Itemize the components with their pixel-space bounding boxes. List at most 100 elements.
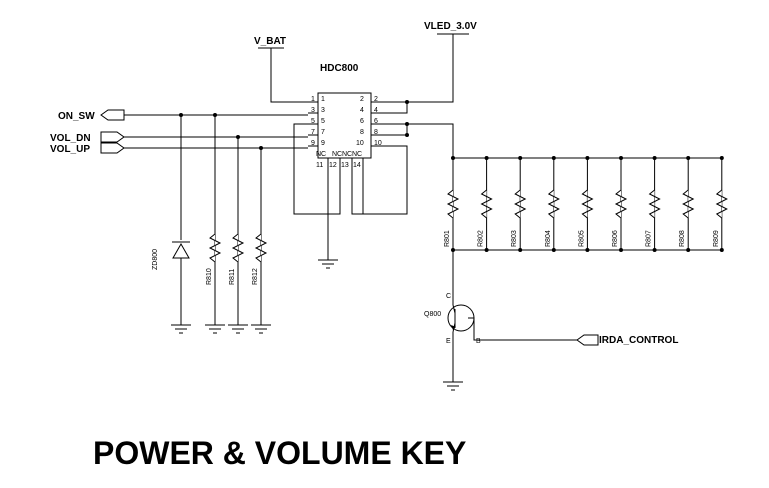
led-resistor-array: R801 R802 R803 R804 R805 R806 R807 R808 R809: [444, 156, 728, 252]
v-bat-wire: [270, 48, 308, 103]
led-resistor-ref: R809: [713, 230, 720, 247]
ground-symbol-zener: [171, 324, 191, 334]
junction-led-resistor: [585, 156, 590, 160]
junction-led-resistor: [619, 248, 623, 252]
led-resistor-body: [648, 189, 661, 219]
net-label-v-bat: V_BAT: [254, 36, 286, 47]
junction-led-resistor: [686, 248, 691, 252]
led-resistor-body: [480, 189, 493, 219]
page-title: POWER & VOLUME KEY: [93, 435, 466, 471]
ic-pin-11: 11: [316, 162, 323, 169]
ic-pin-5: 5: [311, 118, 315, 125]
ic-pin-13: 13: [341, 162, 349, 169]
ic-pin-14: 14: [353, 162, 361, 169]
zener-ref: ZD800: [152, 249, 159, 270]
ic-pin-3-in: 3: [321, 107, 325, 114]
ic-pin-7: 7: [311, 129, 315, 136]
net-label-vol-up: VOL_UP: [50, 144, 90, 155]
ic-pin-3: 3: [311, 107, 315, 114]
ic-pin-6-in: 6: [360, 118, 364, 125]
ic-pin-5-in: 5: [321, 118, 325, 125]
junction-led-resistor: [585, 248, 590, 252]
r812-body: [254, 233, 268, 263]
junction-led-resistor: [518, 156, 523, 160]
ic-right-pin-stubs: [371, 101, 381, 147]
led-resistor-ref: R806: [612, 230, 619, 247]
connector-irda-control: [576, 334, 599, 346]
ic-pin-7-in: 7: [321, 129, 325, 136]
q800-ref: Q800: [424, 311, 441, 318]
led-resistor-ref: R801: [444, 230, 451, 247]
led-resistor-ref: R808: [679, 230, 686, 247]
led-resistor-body: [614, 189, 628, 219]
junction-vled: [405, 100, 409, 104]
ic-pin-8: 8: [374, 129, 378, 136]
junction-led-resistor: [719, 156, 724, 160]
led-resistor-body: [581, 189, 594, 219]
led-resistor-body: [514, 189, 527, 219]
ground-symbol-r811: [228, 324, 248, 334]
ic-pin-2-in: 2: [360, 96, 364, 103]
led-resistor-ref: R804: [545, 230, 552, 247]
junction-led-resistor: [619, 156, 623, 160]
junction-led-resistor: [551, 248, 556, 252]
junction-ic-8: [405, 133, 409, 137]
ic-2-4-tie: [381, 102, 408, 114]
ic-pin-1-in: 1: [321, 96, 325, 103]
ic-pin-2: 2: [374, 96, 378, 103]
led-resistor-ref: R805: [578, 230, 585, 247]
ic-pin-10: 10: [374, 140, 382, 147]
junction-led-resistor: [484, 156, 489, 160]
ground-symbol-r810: [205, 324, 225, 334]
q800-emitter-arrow: [451, 325, 456, 330]
vled-wire: [381, 34, 454, 103]
ic-pin-12: 12: [329, 162, 337, 169]
led-resistor-ref: R807: [646, 230, 653, 247]
q800-collector-leg: [452, 304, 456, 314]
junction-led-resistor: [551, 156, 556, 160]
ic-nc-3: NC: [342, 151, 352, 158]
ic-pin-8-in: 8: [360, 129, 364, 136]
nc-right-loop: [351, 145, 408, 215]
led-resistor-ref: R802: [478, 230, 485, 247]
ic-pin-1: 1: [311, 96, 315, 103]
junction-led-resistor: [652, 248, 657, 252]
led-resistor-body: [547, 189, 560, 219]
net-label-on-sw: ON_SW: [58, 111, 95, 122]
ic-pin-9: 9: [311, 140, 315, 147]
ic-8-wire: [381, 124, 408, 136]
zener-diode-symbol: [172, 242, 190, 259]
junction-led-resistor: [686, 156, 691, 160]
q800-pin-e: E: [446, 338, 451, 345]
ic-nc-2: NC: [332, 151, 342, 158]
led-resistor-body: [682, 189, 695, 219]
led-resistor-body: [446, 189, 460, 219]
q800-pin-b: B: [476, 338, 481, 345]
ground-symbol-r812: [251, 324, 271, 334]
connector-vol-dn: [100, 131, 125, 143]
r812-ref: R812: [252, 268, 259, 285]
net-label-irda: IRDA_CONTROL: [599, 335, 678, 346]
ic-body: [317, 92, 372, 159]
q800-pin-c: C: [446, 293, 451, 300]
r810-body: [208, 233, 222, 263]
led-resistor-body: [715, 189, 728, 219]
ground-symbol-q800: [443, 381, 463, 391]
connector-vol-up: [100, 142, 125, 154]
ic-left-pin-stubs: [308, 101, 318, 147]
led-resistor-ref: R803: [511, 230, 518, 247]
nc-left-loop: [293, 123, 341, 215]
ic-bottom-pin-stubs: [327, 158, 364, 168]
junction-led-resistor: [719, 248, 724, 252]
junction-ic-6: [405, 122, 409, 126]
ic-nc-1: NC: [316, 151, 326, 158]
r810-ref: R810: [206, 268, 213, 285]
ic-nc-4: NC: [352, 151, 362, 158]
r811-body: [231, 233, 245, 263]
net-label-vled: VLED_3.0V: [424, 21, 477, 32]
ic-pin-6: 6: [374, 118, 378, 125]
junction-led-resistor: [518, 248, 523, 252]
junction-led-resistor: [652, 156, 657, 160]
ic-pin-4-in: 4: [360, 107, 364, 114]
